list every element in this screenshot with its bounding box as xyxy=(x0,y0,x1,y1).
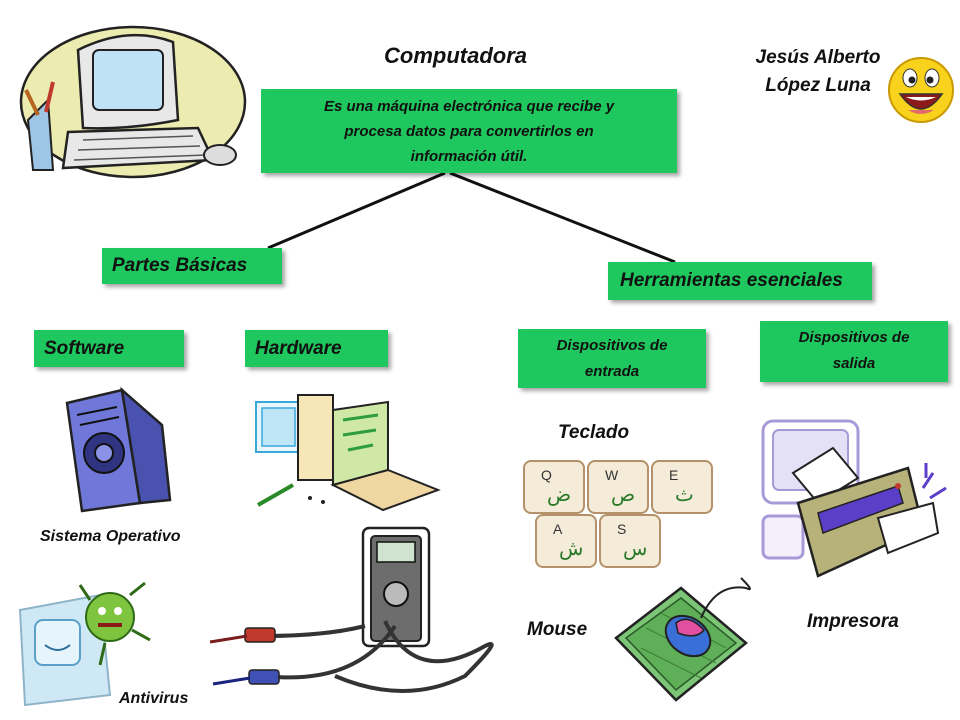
keyboard-key: Q ض xyxy=(523,460,585,514)
keyboard-keys: Q ض W ص E ث A ش S س xyxy=(521,458,721,568)
partes-basicas-label: Partes Básicas xyxy=(112,255,248,276)
definition-box: Es una máquina electrónica que recibe y … xyxy=(261,89,677,173)
hardware-icon xyxy=(255,394,441,512)
author-name: Jesús Alberto López Luna xyxy=(748,44,888,100)
multimeter-icon xyxy=(209,526,494,693)
hardware-label: Hardware xyxy=(255,338,342,359)
author-line-1: Jesús Alberto xyxy=(755,47,881,68)
herramientas-box: Herramientas esenciales xyxy=(608,262,872,300)
keyboard-key: A ش xyxy=(535,514,597,568)
antivirus-label: Antivirus xyxy=(119,690,189,707)
computer-clipart-icon xyxy=(19,25,247,179)
input-devices-line-2: entrada xyxy=(584,363,640,380)
software-label: Software xyxy=(44,338,125,359)
partes-basicas-box: Partes Básicas xyxy=(102,248,282,284)
keyboard-key: W ص xyxy=(587,460,649,514)
mouse-label: Mouse xyxy=(527,619,588,640)
smiley-icon xyxy=(888,57,954,123)
hardware-box: Hardware xyxy=(245,330,388,367)
output-devices-line-2: salida xyxy=(832,355,876,372)
printer-icon xyxy=(761,419,947,578)
page-title: Computadora xyxy=(384,43,527,68)
definition-line-1: Es una máquina electrónica que recibe y xyxy=(323,98,615,115)
connector-left xyxy=(267,171,446,250)
printer-label: Impresora xyxy=(807,611,899,632)
definition-line-3: información útil. xyxy=(410,148,528,165)
operating-system-icon xyxy=(65,386,172,513)
herramientas-label: Herramientas esenciales xyxy=(620,270,843,291)
software-box: Software xyxy=(34,330,184,367)
connector-right xyxy=(449,171,676,264)
keyboard-key: E ث xyxy=(651,460,713,514)
keyboard-key: S س xyxy=(599,514,661,568)
antivirus-icon xyxy=(18,581,151,707)
output-devices-box: Dispositivos de salida xyxy=(760,321,948,382)
input-devices-box: Dispositivos de entrada xyxy=(518,329,706,388)
keyboard-label: Teclado xyxy=(558,422,630,443)
mouse-icon xyxy=(614,577,751,702)
author-line-2: López Luna xyxy=(765,75,871,96)
output-devices-line-1: Dispositivos de xyxy=(798,329,910,346)
input-devices-line-1: Dispositivos de xyxy=(556,337,668,354)
os-label: Sistema Operativo xyxy=(40,528,181,545)
definition-line-2: procesa datos para convertirlos en xyxy=(344,123,594,140)
